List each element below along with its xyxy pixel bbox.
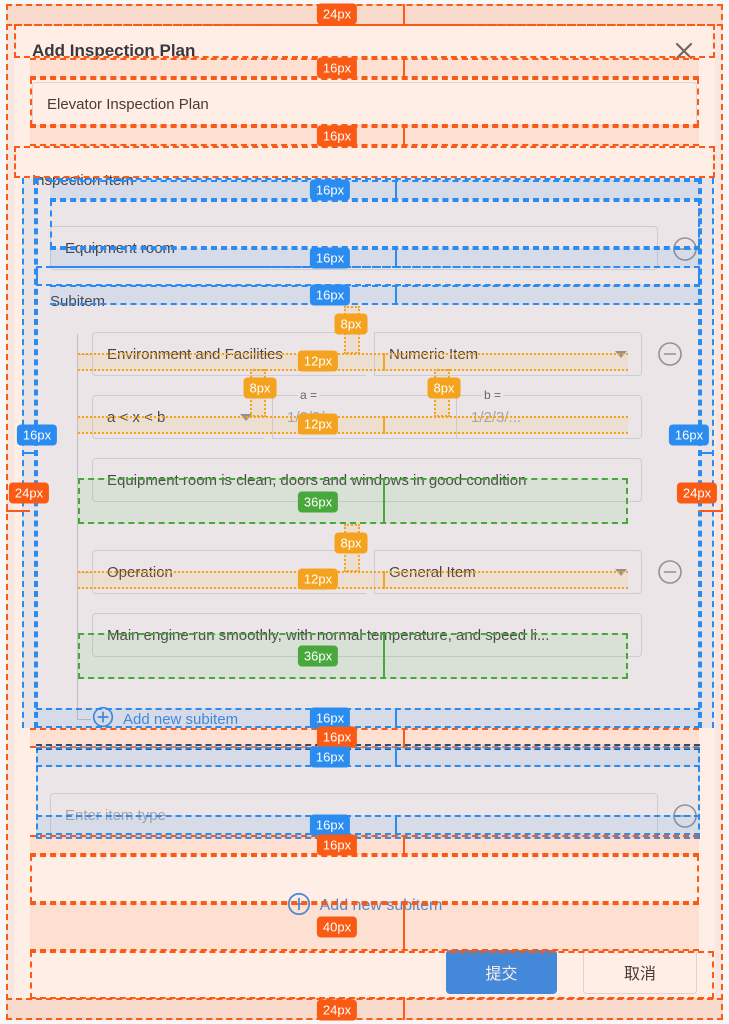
- add-new-subitem-button[interactable]: Add new subitem: [92, 706, 238, 732]
- spec-tick: [403, 728, 405, 748]
- spec-measure-badge: 16px: [668, 424, 710, 446]
- spec-tick: [403, 998, 405, 1020]
- spec-tick: [395, 708, 397, 728]
- subitem-type-select[interactable]: General Item: [374, 550, 642, 594]
- spec-tick: [383, 478, 385, 524]
- tree-branch: [77, 354, 91, 355]
- subitem-description-value: Main engine run smoothly, with normal te…: [107, 626, 550, 644]
- subitem-name-value: Operation: [107, 563, 173, 581]
- tree-branch: [77, 572, 91, 573]
- spec-tick: [383, 416, 385, 434]
- spec-tick: [395, 815, 397, 835]
- add-new-item-button[interactable]: Add new subitem: [14, 892, 715, 920]
- spec-tick: [698, 452, 714, 454]
- spec-measure-badge: 16px: [316, 57, 358, 79]
- close-icon[interactable]: [671, 38, 697, 64]
- condition-select[interactable]: a < x < b: [92, 395, 264, 439]
- spec-tick: [395, 248, 397, 268]
- spec-measure-badge: 8px: [334, 532, 368, 554]
- chevron-down-icon: [615, 569, 627, 576]
- add-new-subitem-label: Add new subitem: [123, 710, 239, 728]
- spec-measure-badge: 8px: [427, 377, 461, 399]
- b-placeholder: 1/2/3/...: [471, 408, 522, 426]
- spec-measure-badge: 24px: [316, 999, 358, 1021]
- subitem-description-input[interactable]: Equipment room is clean, doors and windo…: [92, 458, 642, 502]
- spec-measure-badge: 16px: [309, 247, 351, 269]
- spec-tick: [403, 4, 405, 26]
- submit-label: 提交: [485, 966, 518, 983]
- subitem-type-value: General Item: [389, 563, 476, 581]
- spec-measure-badge: 36px: [297, 491, 339, 513]
- condition-value: a < x < b: [107, 408, 166, 426]
- item-type-placeholder: Enter item type: [65, 806, 166, 824]
- spec-measure-badge: 16px: [316, 726, 358, 748]
- circle-minus-icon[interactable]: [657, 559, 683, 585]
- spec-tick: [383, 571, 385, 589]
- add-inspection-plan-dialog: Add Inspection Plan Elevator Inspection …: [14, 24, 715, 1000]
- spec-band-bottom-24: [6, 998, 723, 1020]
- chevron-down-icon: [240, 414, 252, 421]
- spec-measure-badge: 8px: [243, 377, 277, 399]
- spec-tick: [403, 835, 405, 855]
- tree-branch: [77, 719, 91, 720]
- spec-measure-badge: 40px: [316, 916, 358, 938]
- subitem-type-select[interactable]: Numeric Item: [374, 332, 642, 376]
- spec-band-top-24: [6, 4, 723, 26]
- spec-tick: [699, 510, 723, 512]
- circle-plus-icon: [287, 892, 311, 920]
- spec-tick: [403, 58, 405, 78]
- spec-tick: [22, 452, 38, 454]
- inspection-item-label: Inspection Item: [32, 172, 134, 189]
- chevron-down-icon: [615, 351, 627, 358]
- spec-measure-badge: 24px: [676, 482, 718, 504]
- spec-tick: [383, 633, 385, 679]
- spec-measure-badge: 16px: [309, 707, 351, 729]
- spec-measure-badge: 16px: [16, 424, 58, 446]
- spec-measure-badge: 24px: [316, 3, 358, 25]
- spec-tick: [403, 903, 405, 951]
- subitem-description-input[interactable]: Main engine run smoothly, with normal te…: [92, 613, 642, 657]
- spec-measure-badge: 16px: [316, 125, 358, 147]
- a-label: a =: [298, 388, 320, 402]
- spec-measure-badge: 16px: [316, 834, 358, 856]
- spec-measure-badge: 12px: [297, 350, 339, 372]
- dialog-header: Add Inspection Plan: [32, 32, 697, 72]
- submit-button[interactable]: 提交: [446, 950, 557, 994]
- spec-measure-badge: 12px: [297, 568, 339, 590]
- plan-name-input[interactable]: Elevator Inspection Plan: [32, 82, 697, 126]
- plan-name-value: Elevator Inspection Plan: [47, 95, 209, 113]
- tree-trunk: [77, 334, 78, 720]
- spec-measure-badge: 16px: [309, 814, 351, 836]
- item-name-input[interactable]: Equipment room: [50, 226, 658, 270]
- cancel-label: 取消: [623, 966, 656, 983]
- circle-minus-icon[interactable]: [657, 341, 683, 367]
- spec-tick: [395, 180, 397, 200]
- spec-tick: [383, 353, 385, 371]
- circle-minus-icon[interactable]: [672, 803, 698, 829]
- spec-tick: [403, 126, 405, 146]
- page-title: Add Inspection Plan: [32, 41, 196, 60]
- spec-tick: [6, 510, 30, 512]
- spec-measure-badge: 16px: [309, 179, 351, 201]
- subitem-label: Subitem: [50, 293, 106, 310]
- spec-measure-badge: 12px: [297, 413, 339, 435]
- spec-measure-badge: 24px: [8, 482, 50, 504]
- item-name-value: Equipment room: [65, 239, 176, 257]
- subitem-name-value: Environment and Facilities: [107, 345, 283, 363]
- spec-tick: [395, 747, 397, 767]
- add-new-item-label: Add new subitem: [319, 897, 443, 914]
- spec-measure-badge: 16px: [309, 746, 351, 768]
- cancel-button[interactable]: 取消: [583, 950, 697, 994]
- circle-plus-icon: [92, 706, 114, 732]
- circle-minus-icon[interactable]: [672, 236, 698, 262]
- spec-measure-badge: 36px: [297, 645, 339, 667]
- spec-tick: [395, 285, 397, 305]
- spec-measure-badge: 16px: [309, 284, 351, 306]
- subitem-type-value: Numeric Item: [389, 345, 479, 363]
- b-label: b =: [482, 388, 504, 402]
- item-type-input[interactable]: Enter item type: [50, 793, 658, 837]
- subitem-description-value: Equipment room is clean, doors and windo…: [107, 471, 527, 489]
- spec-measure-badge: 8px: [334, 313, 368, 335]
